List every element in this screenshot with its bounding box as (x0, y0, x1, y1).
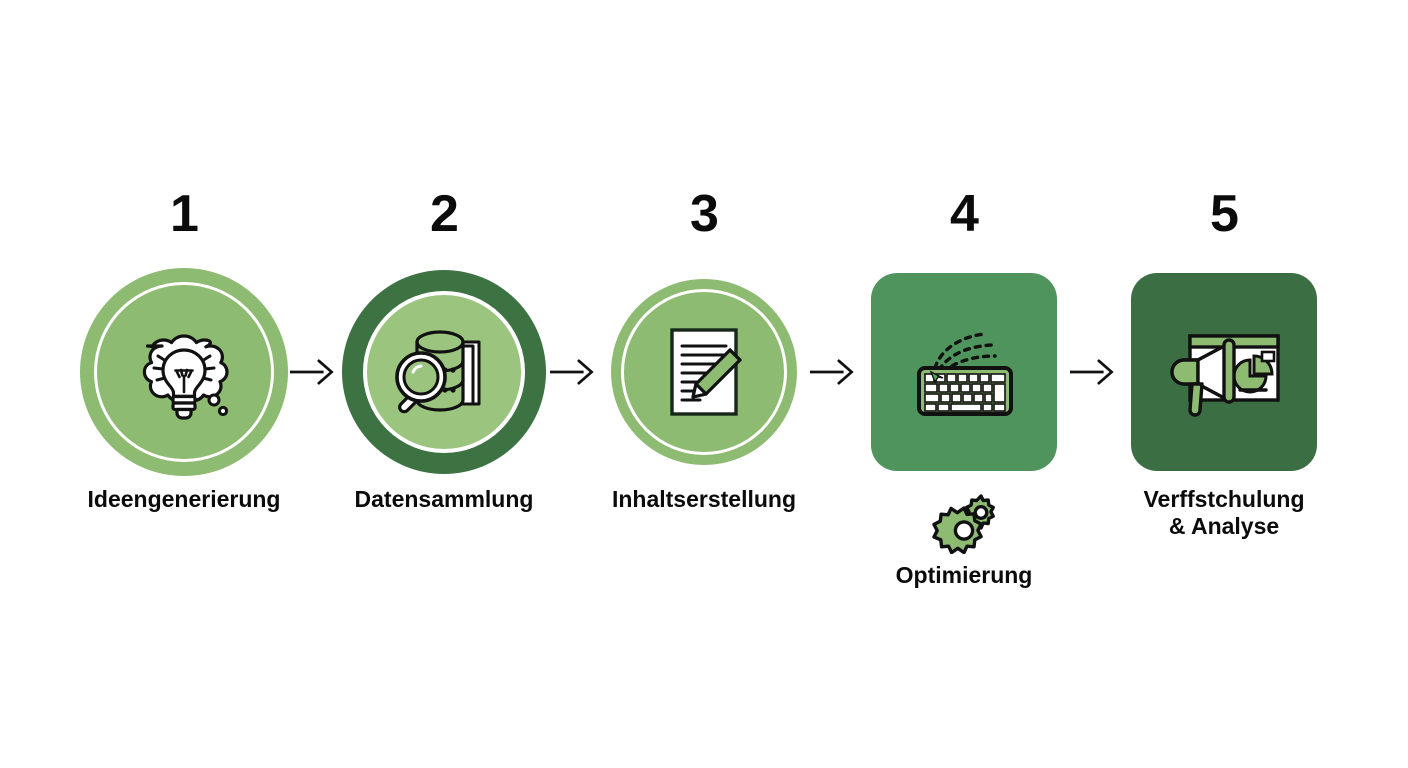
process-step-1[interactable]: 1 (78, 186, 290, 574)
step-5-label-slot: Verffstchulung & Analyse (1104, 478, 1344, 574)
step-number-1: 1 (170, 185, 199, 243)
step-2-shape-wrap (338, 266, 550, 478)
process-step-5[interactable]: 5 (1118, 186, 1330, 574)
keyboard-typing-icon (905, 320, 1023, 424)
arrow-1-to-2 (290, 266, 338, 478)
step-number-3: 3 (690, 185, 719, 243)
megaphone-presentation-icon (1162, 322, 1286, 422)
lightbulb-brain-icon (128, 316, 240, 428)
step-1-label-slot: Ideengenerierung (64, 478, 304, 574)
step-1-circle (80, 268, 288, 476)
arrow-4-to-5 (1070, 266, 1118, 478)
step-1-label: Ideengenerierung (87, 486, 281, 512)
step-number-2: 2 (430, 185, 459, 243)
step-2-label: Datensammlung (354, 486, 534, 512)
step-4-shape-wrap (858, 266, 1070, 478)
step-1-shape-wrap (78, 266, 290, 478)
step-5-shape-wrap (1118, 266, 1330, 478)
step-3-shape-wrap (598, 266, 810, 478)
process-flow: 1 (0, 186, 1408, 606)
step-5-label-line-1: Verffstchulung (1143, 486, 1305, 512)
gears-icon (925, 492, 1003, 554)
step-5-square (1131, 273, 1317, 471)
process-step-3[interactable]: 3 (598, 186, 810, 574)
step-3-label-slot: Inhaltserstellung (584, 478, 824, 574)
process-step-2[interactable]: 2 (338, 186, 550, 574)
step-number-5: 5 (1210, 185, 1239, 243)
step-4-square (871, 273, 1057, 471)
arrow-2-to-3 (550, 266, 598, 478)
step-5-label-line-2: & Analyse (1168, 512, 1280, 539)
step-number-4: 4 (950, 185, 979, 243)
step-4-label-slot: Optimierung (844, 554, 1084, 588)
step-3-label: Inhaltserstellung (611, 486, 797, 512)
database-magnifier-icon (389, 320, 499, 424)
document-pencil-icon (652, 320, 756, 424)
process-step-4[interactable]: 4 (858, 186, 1070, 588)
step-2-circle (342, 270, 546, 474)
step-5-label: Verffstchulung & Analyse (1104, 486, 1344, 539)
step-2-label-slot: Datensammlung (324, 478, 564, 574)
step-4-label: Optimierung (895, 562, 1033, 588)
arrow-3-to-4 (810, 266, 858, 478)
step-3-circle (611, 279, 797, 465)
